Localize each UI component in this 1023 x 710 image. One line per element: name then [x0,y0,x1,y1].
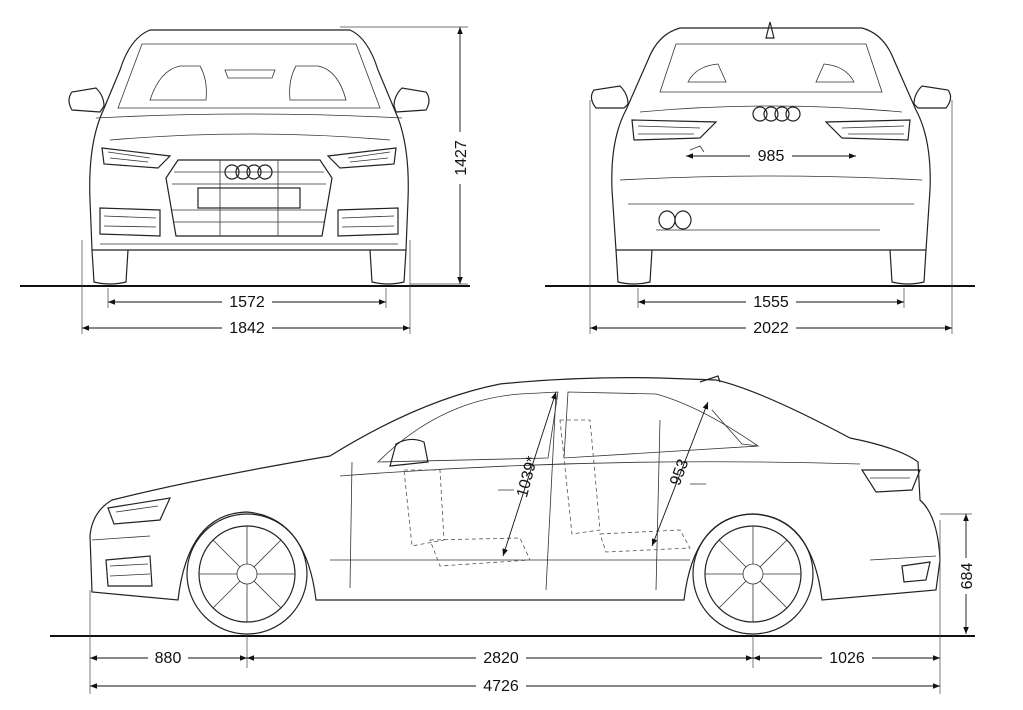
wheelbase-label: 2820 [483,650,519,667]
side-view: 1039* 953 880 2820 1026 4726 684 [50,375,976,695]
front-overhang-label: 880 [155,650,182,667]
front-view: 1572 1842 1427 [20,26,470,337]
front-headroom-label: 1039* [514,454,541,499]
front-headroom-dimension-line [502,391,557,557]
front-rings-logo [224,164,273,180]
rear-rings-logo [752,106,801,122]
overall-length-label: 4726 [483,678,519,695]
rear-track-label: 1555 [753,294,789,311]
front-wheel [186,513,308,635]
rear-headroom-dimension-line [651,401,709,547]
rear-view: 985 1555 2022 [545,21,975,337]
overall-width-label: 1842 [229,320,265,337]
mirror-width-label: 2022 [753,320,789,337]
trunk-width-label: 985 [758,148,785,165]
front-track-label: 1572 [229,294,265,311]
height-label: 1427 [453,140,470,176]
load-height-label: 684 [959,563,976,590]
rear-overhang-label: 1026 [829,650,865,667]
